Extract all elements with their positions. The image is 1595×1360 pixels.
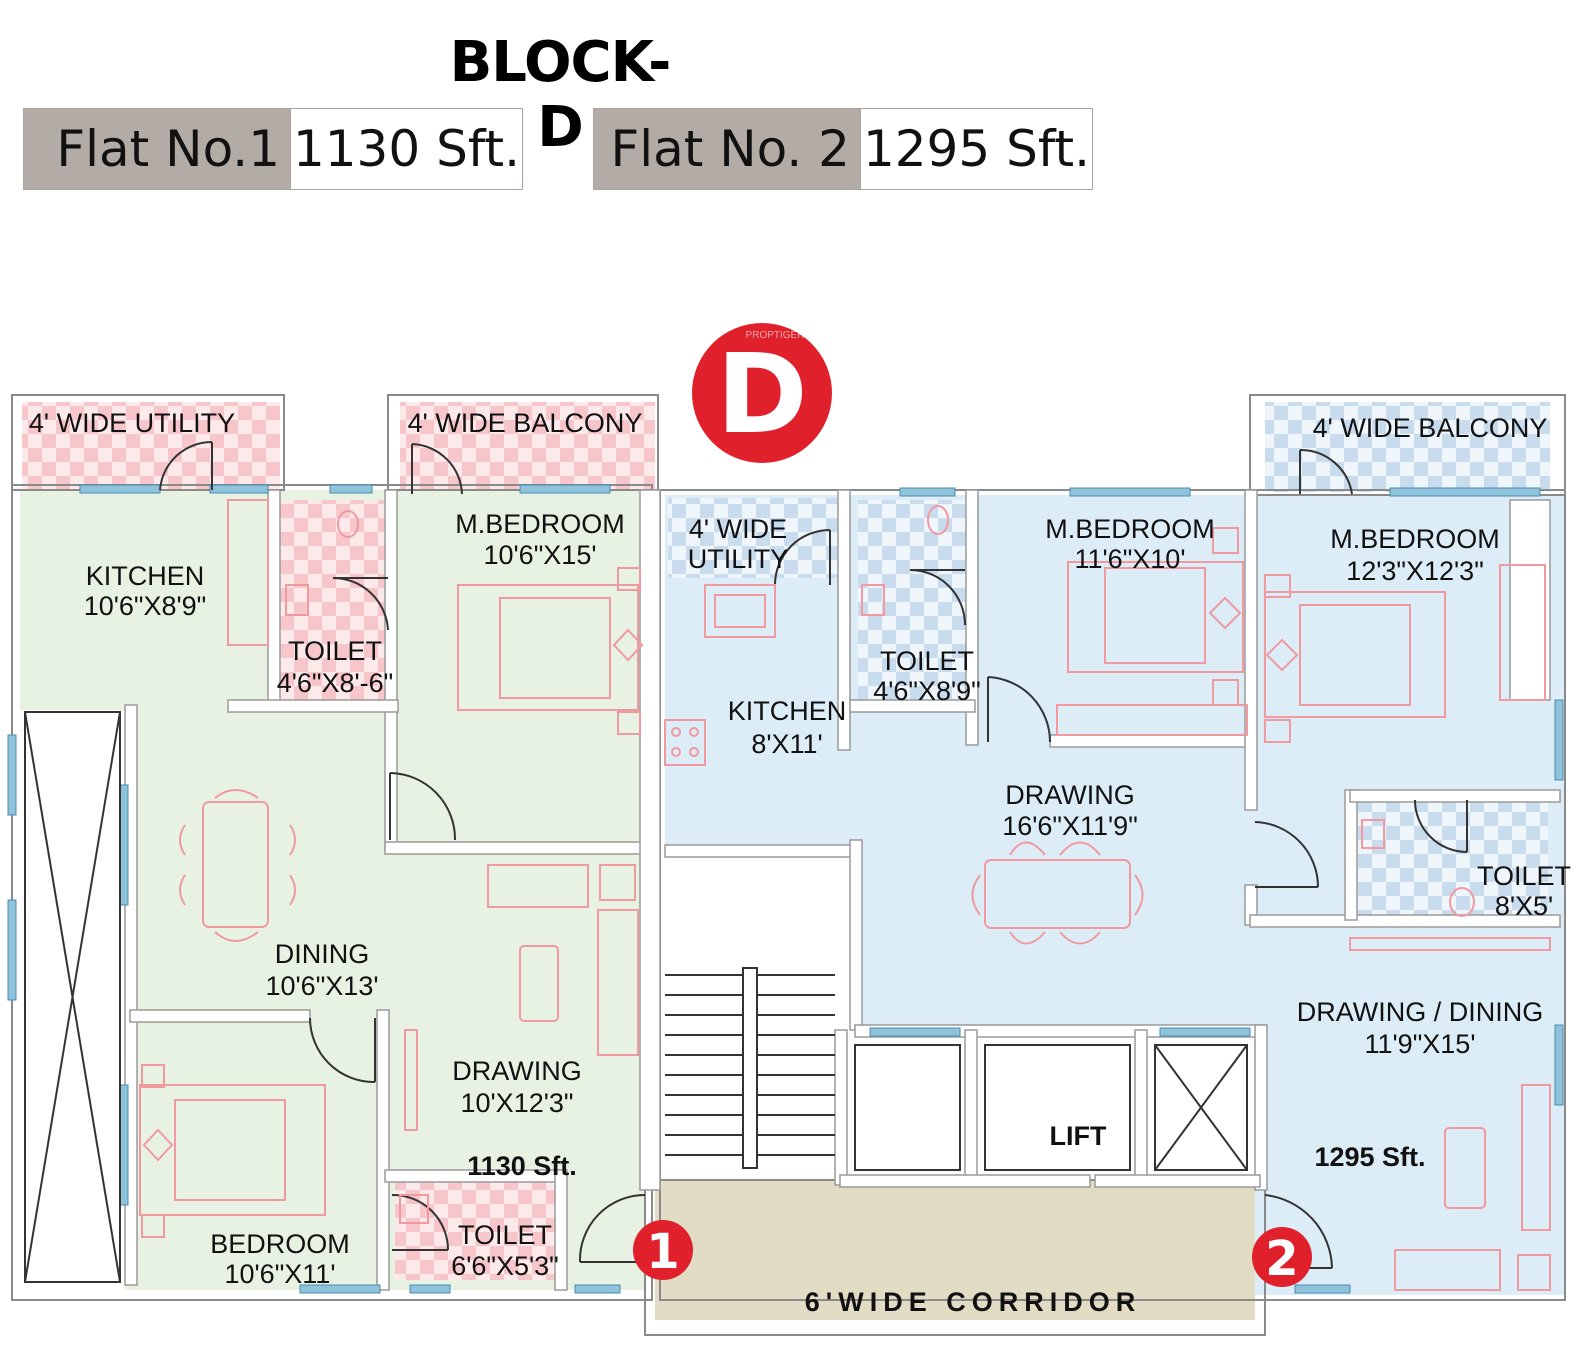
flat2-mbed1-name: M.BEDROOM — [1045, 514, 1215, 544]
corridor-floor — [655, 1180, 1255, 1320]
block-title: BLOCK-D — [449, 30, 672, 160]
flat1-drawing-name: DRAWING — [452, 1056, 582, 1086]
flat1-toilet2-floor — [395, 1180, 555, 1280]
entry-marker-2: 2 — [1252, 1227, 1312, 1287]
duct-cross-left — [24, 711, 121, 1283]
flat1-mbed-name: M.BEDROOM — [455, 509, 625, 539]
flat1-balcony-label: 4' WIDE BALCONY — [408, 408, 643, 438]
furniture — [139, 499, 1551, 1291]
flat2-mbed2-size: 12'3"X12'3" — [1346, 556, 1484, 586]
flat2-dd-size: 11'9"X15' — [1365, 1029, 1476, 1059]
flat2-area: 1295 Sft. — [860, 109, 1092, 189]
flat2-drawing-size: 16'6"X11'9" — [1002, 811, 1138, 841]
flat2-area-label: 1295 Sft. — [1314, 1142, 1425, 1172]
flat1-area-label: 1130 Sft. — [467, 1151, 577, 1181]
flat1-label: Flat No.1 — [24, 109, 290, 189]
flat1-bed-name: BEDROOM — [210, 1229, 350, 1259]
watermark: PROPTIGER — [746, 330, 805, 341]
flat1-drawing-size: 10'X12'3" — [461, 1088, 574, 1118]
flat1-summary: Flat No.1 1130 Sft. — [23, 108, 523, 190]
flat1-balcony-floor — [400, 402, 655, 490]
staircase — [665, 967, 835, 1169]
flat2-toilet1-name: TOILET — [880, 646, 974, 676]
flat2-dd-name: DRAWING / DINING — [1297, 997, 1544, 1027]
flat2-kitchen-name: KITCHEN — [728, 696, 847, 726]
flat2-mbed2-name: M.BEDROOM — [1330, 524, 1500, 554]
flat2-utility-line2: UTILITY — [688, 544, 789, 574]
flat1-toilet1-size: 4'6"X8'-6" — [277, 668, 394, 698]
lift-label: LIFT — [1050, 1121, 1107, 1151]
flat1-mbed-size: 10'6"X15' — [484, 540, 597, 570]
entry-marker-1-label: 1 — [646, 1224, 679, 1280]
flat1-area: 1130 Sft. — [290, 109, 522, 189]
flat2-toilet2-floor — [1358, 795, 1548, 915]
flat2-toilet2-name: TOILET — [1477, 861, 1571, 891]
flat2-summary: Flat No. 2 1295 Sft. — [593, 108, 1093, 190]
flat2-utility-floor — [668, 498, 838, 578]
flat1-kitchen-size: 10'6"X8'9" — [84, 591, 207, 621]
flat1-bed-size: 10'6"X11' — [225, 1259, 336, 1289]
entry-marker-1: 1 — [633, 1220, 693, 1280]
flat2-toilet1-floor — [858, 500, 966, 710]
flat2-balcony-floor — [1265, 402, 1550, 492]
flat2-label: Flat No. 2 — [594, 109, 860, 189]
flat1-toilet2-size: 6'6"X5'3" — [451, 1251, 559, 1281]
flat1-toilet2-name: TOILET — [458, 1220, 552, 1250]
flat2-toilet1-size: 4'6"X8'9" — [873, 676, 981, 706]
flat1-utility-label: 4' WIDE UTILITY — [29, 408, 235, 438]
flat1-utility-floor — [22, 402, 280, 490]
flat1-toilet1-name: TOILET — [288, 636, 382, 666]
doors — [159, 440, 1468, 1269]
flat2-drawing-name: DRAWING — [1005, 780, 1135, 810]
lift-shaft — [854, 1044, 1248, 1171]
block-marker: D — [692, 323, 832, 463]
flat1-kitchen-name: KITCHEN — [86, 561, 205, 591]
block-marker-letter: D — [716, 330, 807, 458]
entry-marker-2-label: 2 — [1265, 1231, 1298, 1287]
flat2-kitchen-size: 8'X11' — [751, 729, 822, 759]
flat1-toilet1-floor — [280, 500, 385, 700]
flat2-toilet2-size: 8'X5' — [1495, 891, 1553, 921]
flat2-mbed1-size: 11'6"X10' — [1075, 544, 1186, 574]
corridor-label: 6'WIDE CORRIDOR — [805, 1287, 1141, 1317]
flat2-balcony-label: 4' WIDE BALCONY — [1313, 413, 1548, 443]
flat1-dining-name: DINING — [275, 939, 370, 969]
flat2-utility-line1: 4' WIDE — [689, 514, 787, 544]
flat1-dining-size: 10'6"X13' — [266, 971, 379, 1001]
